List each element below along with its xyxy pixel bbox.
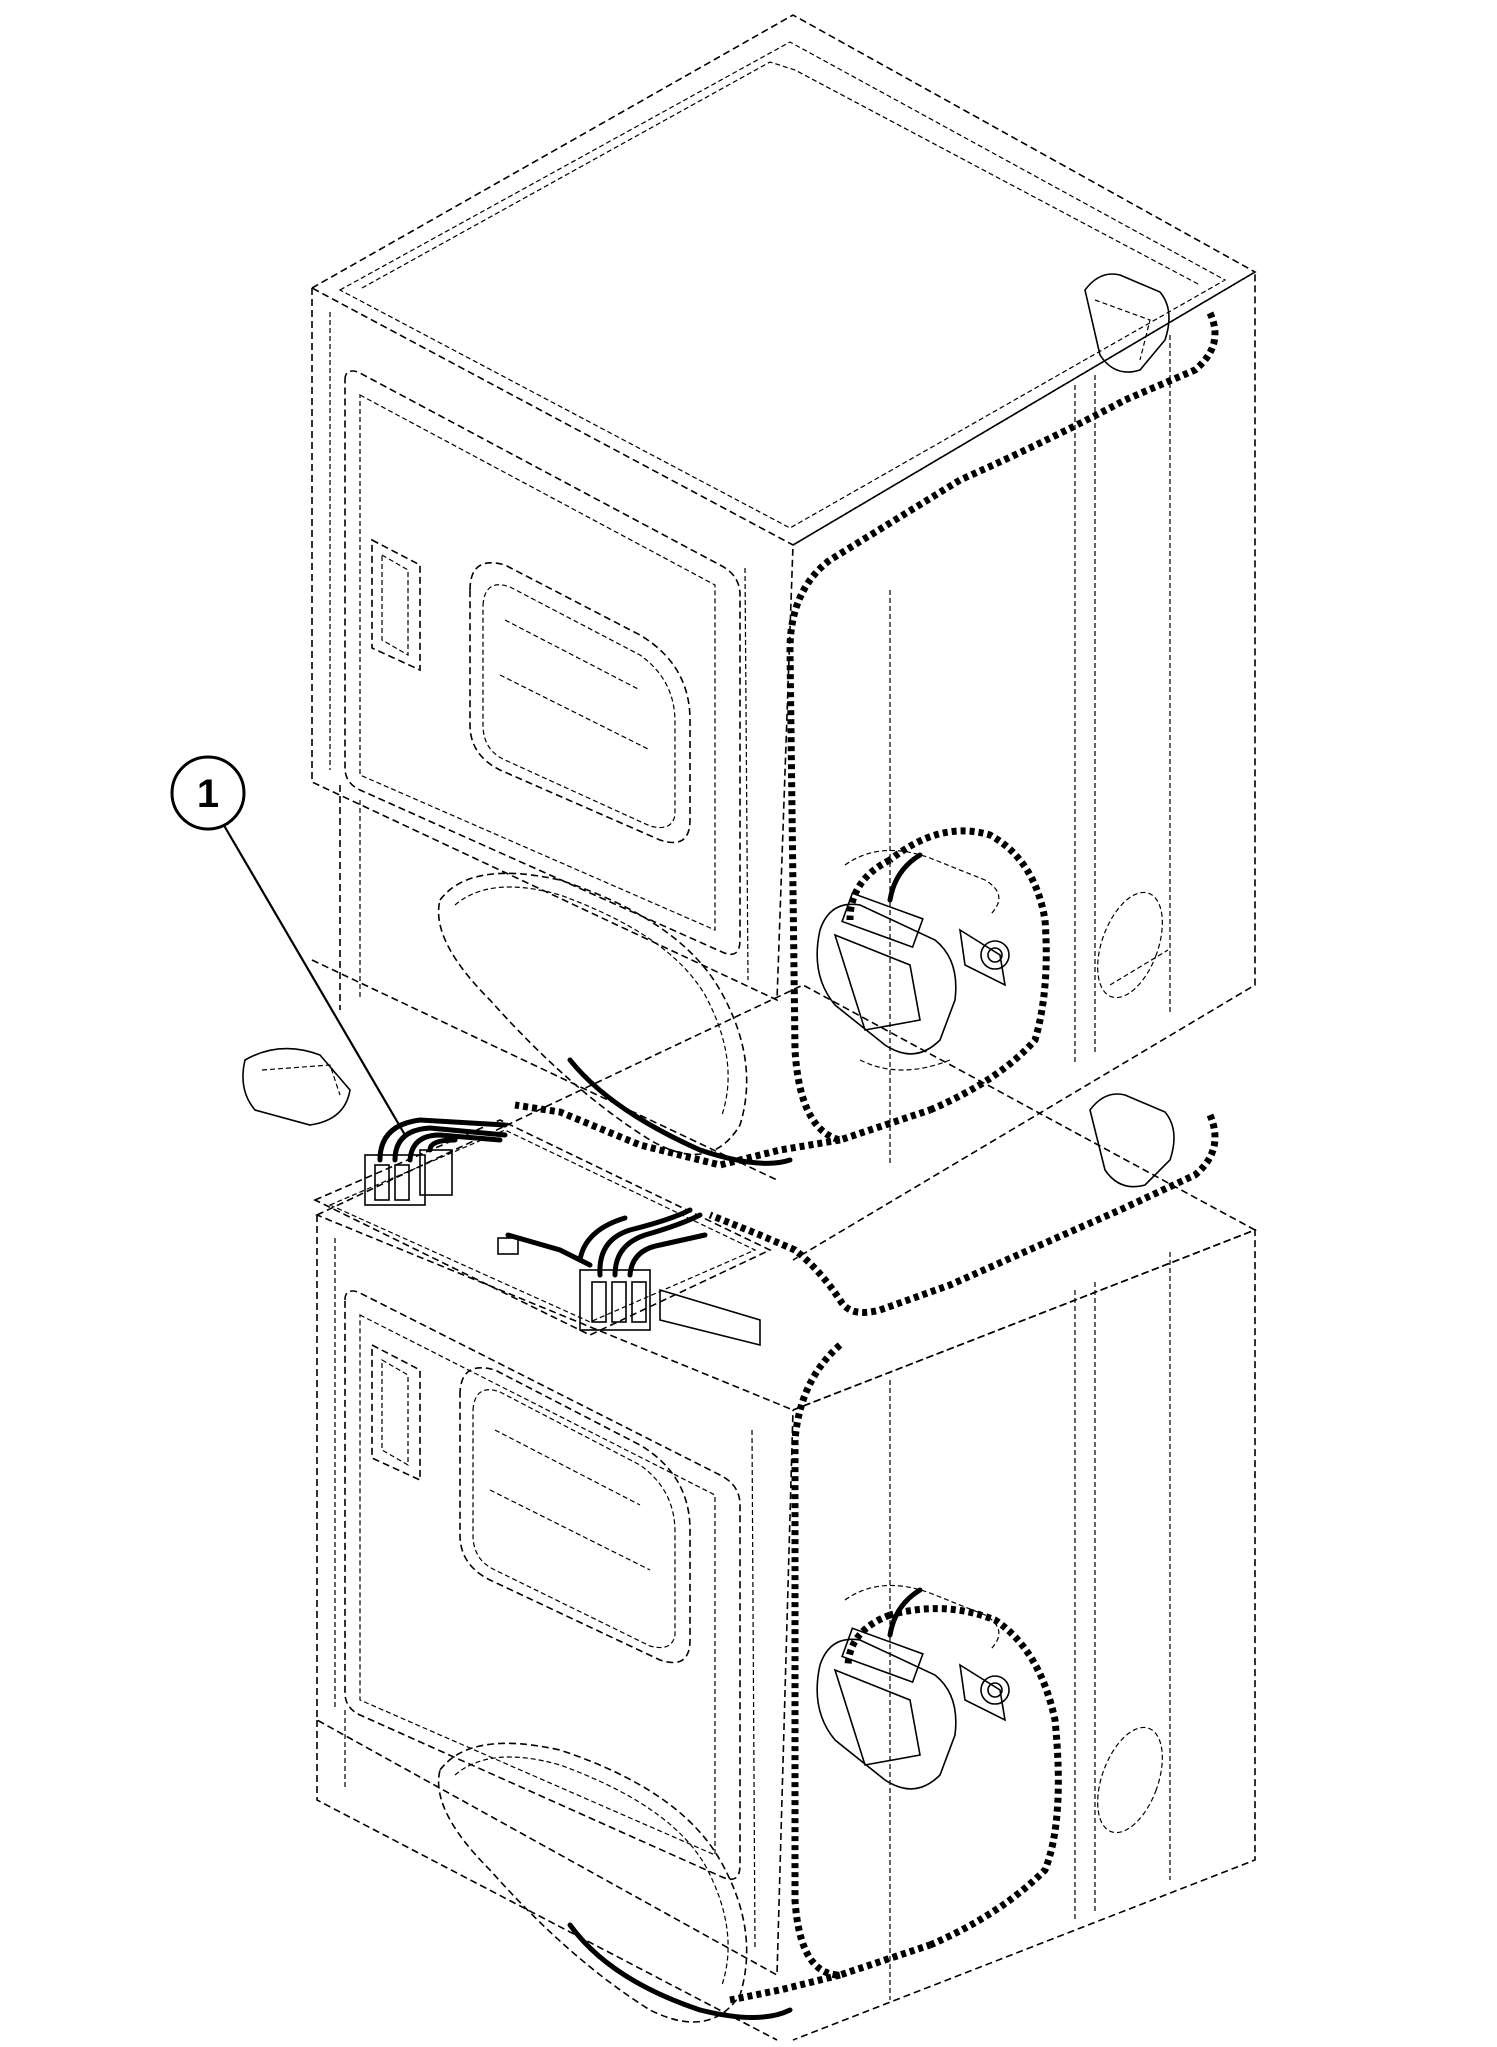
connector-2 xyxy=(577,1207,761,1347)
lower-unit-door-window xyxy=(459,1367,691,1664)
upper-unit-drum-bulge xyxy=(437,872,748,1156)
middle-harness xyxy=(708,1113,1219,1316)
junction-plate xyxy=(242,1047,1175,1336)
upper-unit-side-face xyxy=(792,270,1256,1261)
callout-1-circle xyxy=(170,755,246,831)
lower-unit-side-face xyxy=(792,1228,1256,2041)
upper-harness xyxy=(786,311,1219,1144)
wire-harness-routing xyxy=(514,311,1219,2004)
upper-motor-assembly xyxy=(816,849,1010,1071)
lower-unit-drum-bulge xyxy=(437,1742,748,2023)
lower-unit-door-handle xyxy=(371,1343,421,1482)
lower-unit-front-face xyxy=(316,1215,794,1977)
callout-1-leader xyxy=(221,821,406,1136)
upper-unit-door-window xyxy=(469,562,691,844)
upper-unit-door-handle xyxy=(371,538,421,672)
upper-unit-front-face xyxy=(311,288,794,1002)
lower-unit-vent-circle xyxy=(1097,1726,1163,1834)
middle-corner-bracket xyxy=(1089,1093,1175,1188)
lower-drum-wire xyxy=(567,1922,793,2020)
lower-unit xyxy=(315,984,1257,2041)
small-part-clip xyxy=(497,1232,593,1268)
upper-corner-bracket xyxy=(1084,273,1170,373)
upper-drum-wire xyxy=(567,1057,793,1166)
connector-1 xyxy=(364,1117,508,1206)
callout-1-label: 1 xyxy=(197,772,219,816)
lower-harness xyxy=(791,1342,932,1979)
lower-unit-door-panel xyxy=(344,1290,741,1881)
upper-unit xyxy=(310,14,1257,1261)
left-foot-bracket xyxy=(242,1047,351,1126)
callout-1: 1 xyxy=(170,755,406,1136)
upper-unit-top-panel xyxy=(310,14,1257,546)
upper-unit-door-panel xyxy=(344,370,741,956)
upper-unit-vent-circle xyxy=(1097,891,1163,999)
lower-motor-assembly xyxy=(816,1584,1010,1790)
